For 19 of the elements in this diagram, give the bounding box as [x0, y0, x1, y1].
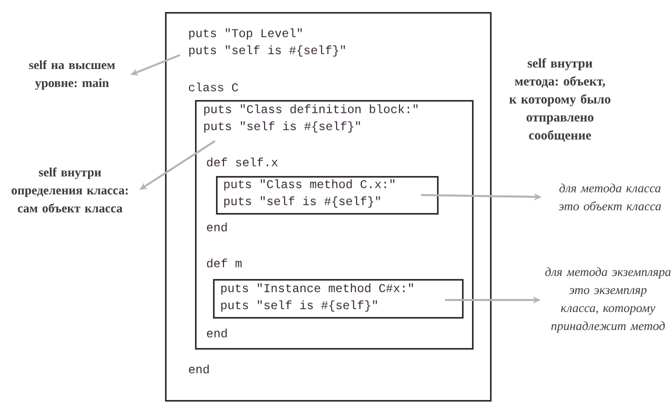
code-line: end — [207, 222, 227, 232]
annotation-text: self внутри определения класса: сам объект класса — [12, 168, 128, 212]
code-line: end — [189, 364, 209, 374]
code-line: puts "self is #{self}" — [204, 121, 360, 133]
annotation-text: self внутри метода: объект, к которому было отправлено сообщение — [509, 58, 610, 142]
code-line: puts "Class definition block:" — [204, 104, 418, 116]
code-line: puts "Instance method C#x:" — [221, 283, 413, 295]
annotation-text: для метода экземпляра это экземпляр класса, которому принадлежит метод — [545, 267, 671, 333]
code-line: def self.x — [207, 158, 278, 166]
code-line: puts "self is #{self}" — [189, 45, 345, 57]
code-line: end — [207, 328, 227, 338]
code-line: puts "self is #{self}" — [221, 300, 377, 312]
code-line: puts "self is #{self}" — [224, 196, 380, 208]
code-line: class C — [188, 82, 238, 92]
code-line: puts "Class method C.x:" — [224, 179, 394, 191]
annotation-text: для метода класса это объект класса — [558, 184, 661, 210]
code-line: def m — [207, 258, 242, 268]
code-line: puts "Top Level" — [189, 28, 302, 40]
annotation-text: self на высшем уровне: main — [29, 60, 115, 90]
